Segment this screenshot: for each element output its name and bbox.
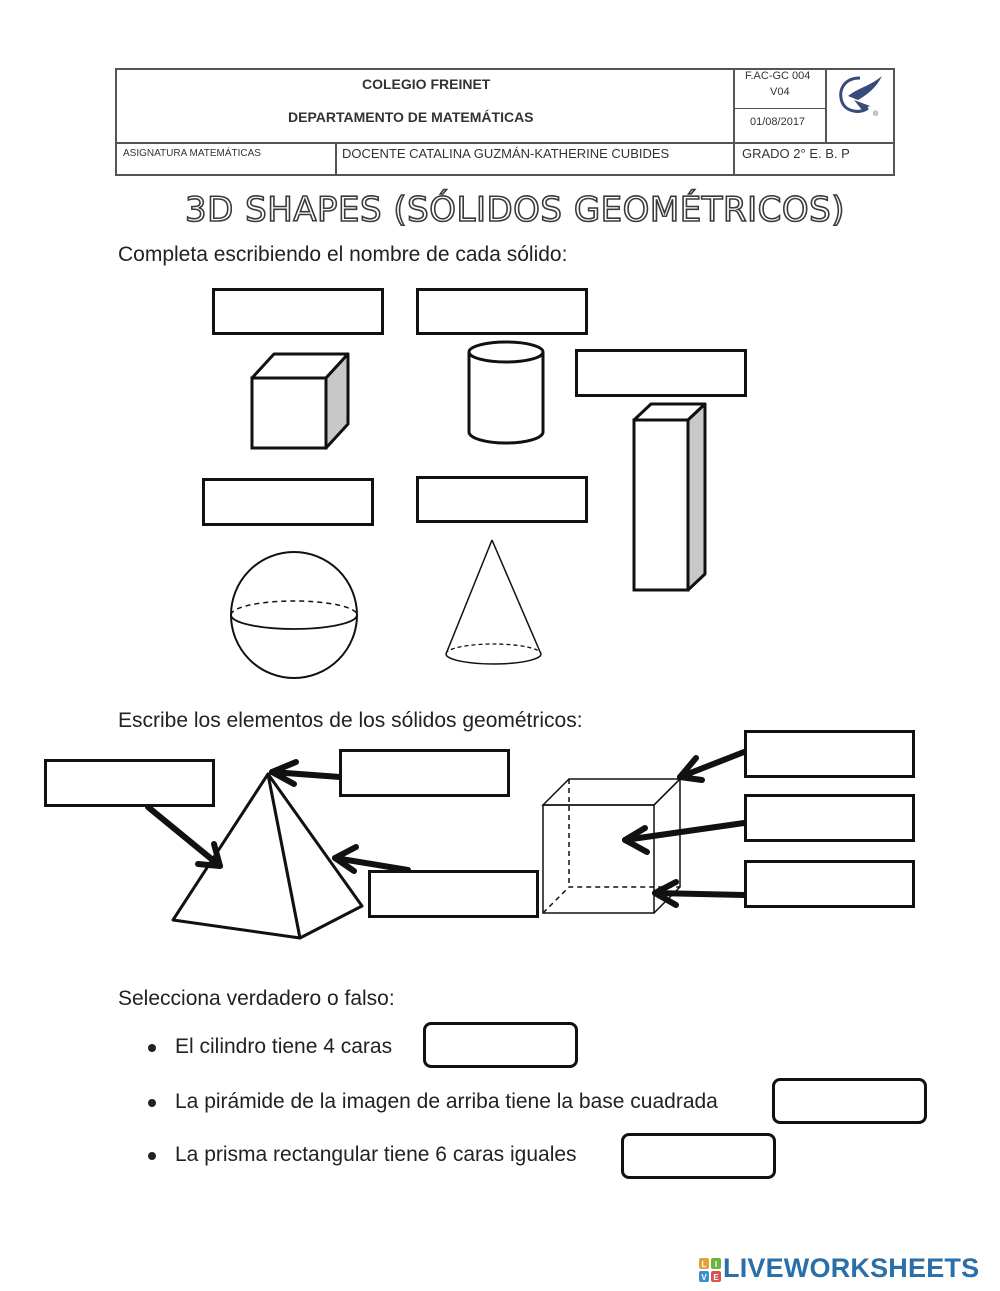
school-logo-icon: ® [839,76,882,118]
svg-text:E: E [713,1273,719,1282]
grade-label: GRADO 2° E. B. P [742,146,850,161]
section2-instruction: Escribe los elementos de los sólidos geo… [118,709,583,732]
answer-box-pyramid-edge[interactable] [368,870,539,918]
header-divider [825,68,827,144]
bullet [148,1044,156,1052]
header-divider [733,142,735,176]
subject-label: ASIGNATURA MATEMÁTICAS [123,148,261,159]
bullet [148,1152,156,1160]
rectangular-prism-icon [632,402,707,592]
answer-box-sphere[interactable] [202,478,374,526]
answer-box-cube[interactable] [212,288,384,335]
pyramid-icon [171,772,364,940]
true-false-box[interactable] [423,1022,578,1068]
svg-text:®: ® [873,110,879,118]
arrow-icon [145,804,223,869]
arrow-icon [622,820,747,855]
cube-icon [250,352,350,450]
arrow-icon [269,759,343,787]
department-name: DEPARTAMENTO DE MATEMÁTICAS [288,109,534,125]
worksheet-title: 3D SHAPES (SÓLIDOS GEOMÉTRICOS) [184,189,845,231]
cylinder-icon [467,340,545,445]
school-name: COLEGIO FREINET [362,76,491,92]
true-false-box[interactable] [772,1078,927,1124]
header-table [115,68,895,176]
teacher-label: DOCENTE CATALINA GUZMÁN-KATHERINE CUBIDE… [342,146,670,161]
header-divider [733,68,735,144]
answer-box-pyramid-base[interactable] [44,759,215,807]
svg-text:V: V [701,1273,707,1282]
statement-text: La pirámide de la imagen de arriba tiene… [175,1090,718,1113]
header-divider [335,142,337,176]
statement-text: La prisma rectangular tiene 6 caras igua… [175,1143,577,1166]
arrow-icon [677,749,747,783]
document-code: F.AC-GC 004 [745,70,811,82]
header-divider [733,108,826,109]
answer-box-cone[interactable] [416,476,588,523]
answer-box-cube-edge[interactable] [744,860,915,908]
answer-box-cylinder[interactable] [416,288,588,335]
sphere-icon [230,551,358,679]
svg-text:I: I [715,1260,717,1269]
answer-box-prism[interactable] [575,349,747,397]
section3-instruction: Selecciona verdadero o falso: [118,987,395,1010]
true-false-box[interactable] [621,1133,776,1179]
liveworksheets-brand[interactable]: LIVEWORKSHEETS [723,1253,980,1283]
statement-text: El cilindro tiene 4 caras [175,1035,393,1058]
liveworksheets-logo-icon: L I V E [699,1258,721,1282]
section1-instruction: Completa escribiendo el nombre de cada s… [118,243,568,266]
document-date: 01/08/2017 [750,116,806,128]
arrow-icon [652,879,747,908]
header-divider [115,142,895,144]
arrow-icon [332,844,411,874]
bullet [148,1099,156,1107]
cone-icon [445,539,542,665]
document-version: V04 [770,86,790,98]
answer-box-cube-face[interactable] [744,794,915,842]
answer-box-cube-vertex[interactable] [744,730,915,778]
svg-text:L: L [702,1260,707,1269]
answer-box-pyramid-vertex[interactable] [339,749,510,797]
